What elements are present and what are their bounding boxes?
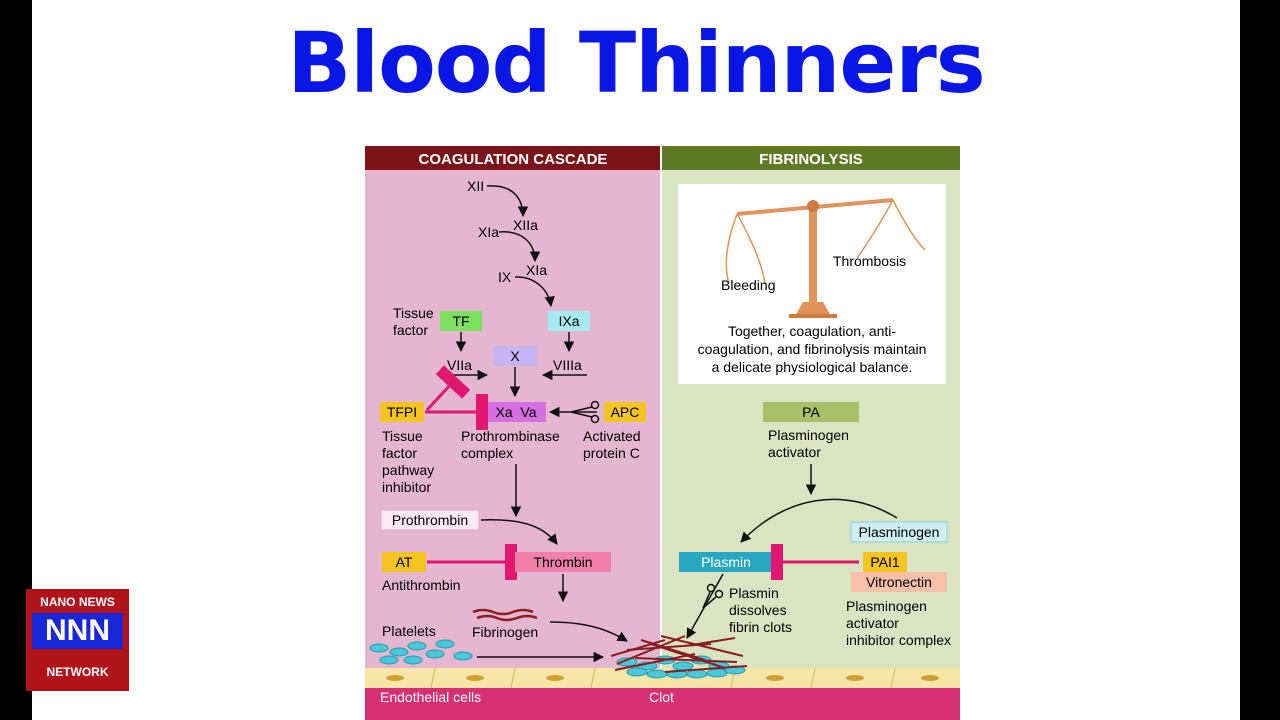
balance-text-2: coagulation, and fibrinolysis maintain <box>698 341 927 357</box>
pai1-box <box>863 552 907 572</box>
fibrinolysis-header-bar <box>662 146 960 170</box>
coagulation-header: COAGULATION CASCADE <box>419 151 608 168</box>
balance-scale-icon <box>725 198 926 318</box>
pai-desc-2: activator <box>846 615 899 631</box>
balance-text-3: a delicate physiological balance. <box>712 359 913 375</box>
diagram-svg: COAGULATION CASCADE FIBRINOLYSIS XII XII… <box>365 146 960 720</box>
thrombin-label: Thrombin <box>533 554 592 570</box>
plasmin-desc-1: Plasmin <box>729 585 779 601</box>
tfpi-desc-3: pathway <box>382 462 434 478</box>
x-box <box>493 346 537 366</box>
tfpi-box <box>380 402 424 422</box>
at-label: AT <box>396 554 413 570</box>
antithrombin-label: Antithrombin <box>382 577 461 593</box>
clot <box>610 635 748 679</box>
factor-xia-left: XIa <box>478 224 499 240</box>
slide: Blood Thinners COAGULATION CASCADE FIBRI… <box>32 0 1240 720</box>
thrombosis-label: Thrombosis <box>833 253 906 269</box>
balance-text-1: Together, coagulation, anti- <box>728 323 896 339</box>
vitronectin-label: Vitronectin <box>866 574 932 590</box>
logo-middle-text: NNN <box>32 613 123 649</box>
factor-ix: IX <box>498 269 512 285</box>
tfpi-desc-1: Tissue <box>382 428 423 444</box>
plasmin-desc-2: dissolves <box>729 602 787 618</box>
nnn-logo: NANO NEWS NNN NETWORK <box>26 589 129 691</box>
tissue-factor-label-2: factor <box>393 322 428 338</box>
factor-x: X <box>510 348 520 364</box>
bleeding-label: Bleeding <box>721 277 776 293</box>
platelets-label: Platelets <box>382 623 436 639</box>
pai-desc-1: Plasminogen <box>846 598 927 614</box>
tfpi-label: TFPI <box>387 404 417 420</box>
factor-xiia: XIIa <box>513 217 538 233</box>
prothrombin-label: Prothrombin <box>392 512 468 528</box>
thrombin-box <box>515 552 611 572</box>
endothelial-cells <box>365 667 960 720</box>
pa-label: PA <box>802 404 820 420</box>
factor-xii: XII <box>467 178 484 194</box>
xa-va-box <box>486 402 546 422</box>
factor-ixa: IXa <box>558 313 579 329</box>
endothelial-label: Endothelial cells <box>380 689 481 705</box>
fibrinolysis-header: FIBRINOLYSIS <box>759 151 863 168</box>
pa-box <box>763 402 859 422</box>
logo-bottom-text: NETWORK <box>46 665 109 679</box>
apc-desc-2: protein C <box>583 445 640 461</box>
pa-desc-2: activator <box>768 444 821 460</box>
scissors-icon <box>570 400 600 424</box>
clot-label: Clot <box>649 689 674 705</box>
plasmin-label: Plasmin <box>701 554 751 570</box>
ixa-box <box>548 311 590 331</box>
coagulation-fibrinolysis-diagram: COAGULATION CASCADE FIBRINOLYSIS XII XII… <box>365 146 960 720</box>
tfpi-desc-2: factor <box>382 445 417 461</box>
coagulation-panel <box>365 146 660 720</box>
tf-box <box>440 311 482 331</box>
tissue-factor-label-1: Tissue <box>393 305 434 321</box>
pa-desc-1: Plasminogen <box>768 427 849 443</box>
scissors-icon-plasmin <box>702 583 724 609</box>
factor-xia: XIa <box>526 262 547 278</box>
fibrinogen-label: Fibrinogen <box>472 624 538 640</box>
factor-viiia: VIIIa <box>553 357 582 373</box>
plasminogen-box <box>850 521 948 543</box>
prothrombin-box <box>380 509 480 531</box>
factor-viia: VIIa <box>447 357 472 373</box>
tfpi-desc-4: inhibitor <box>382 479 431 495</box>
plasmin-box <box>679 552 773 572</box>
platelets <box>369 639 473 665</box>
vitronectin-box <box>851 572 947 592</box>
prothrombinase-desc-1: Prothrombinase <box>461 428 560 444</box>
tf-label: TF <box>452 313 469 329</box>
slide-title: Blood Thinners <box>287 14 986 112</box>
plasmin-desc-3: fibrin clots <box>729 619 792 635</box>
plasminogen-label: Plasminogen <box>859 524 940 540</box>
at-box <box>382 552 426 572</box>
apc-box <box>604 402 646 422</box>
pai1-label: PAI1 <box>870 554 900 570</box>
coagulation-header-bar <box>365 146 660 170</box>
apc-label: APC <box>611 404 640 420</box>
xa-va-label: Xa Va <box>496 404 537 420</box>
logo-top-text: NANO NEWS <box>40 595 115 609</box>
prothrombinase-desc-2: complex <box>461 445 513 461</box>
fibrinogen-strands <box>472 608 538 622</box>
apc-desc-1: Activated <box>583 428 641 444</box>
pai-desc-3: inhibitor complex <box>846 632 951 648</box>
